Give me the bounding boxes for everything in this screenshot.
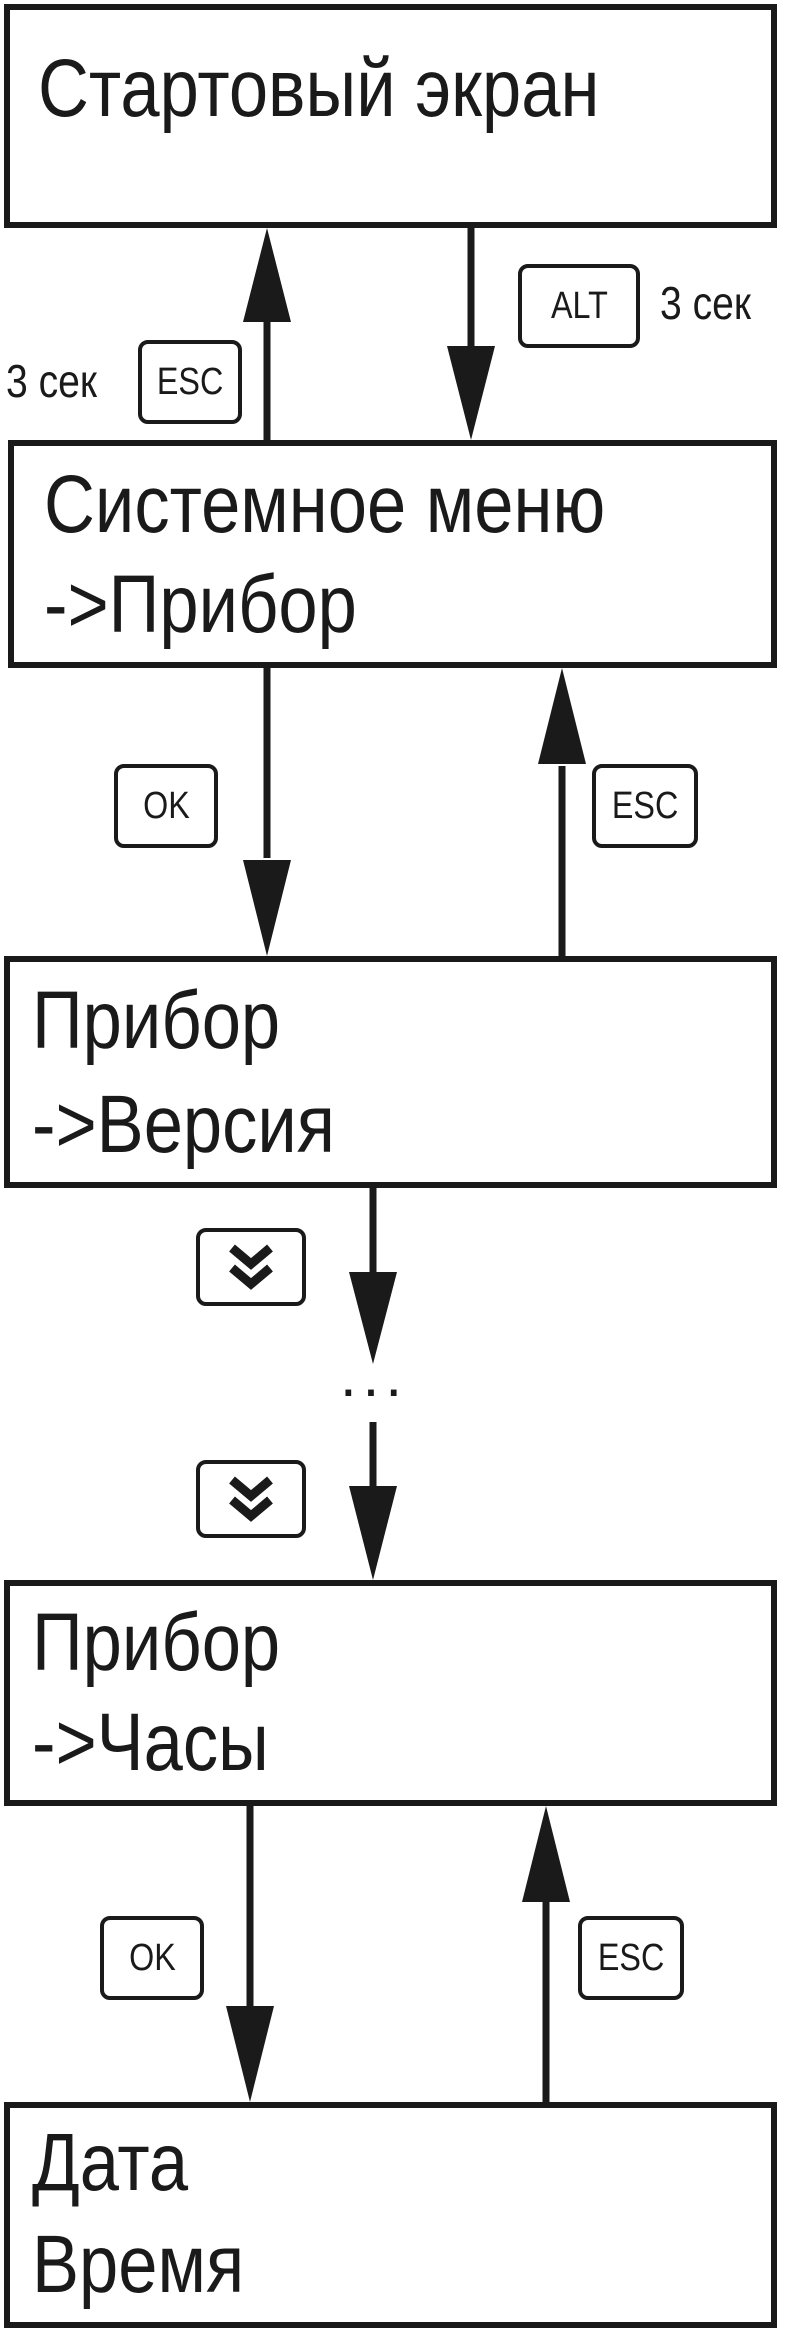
esc-key-clock: ESC — [578, 1916, 684, 2000]
esc-key-system-label: ESC — [611, 784, 679, 827]
screen-date-time: Дата Время — [4, 2102, 777, 2328]
screen-start: Стартовый экран — [4, 4, 777, 228]
arrow-up-device-to-system — [538, 668, 586, 956]
ok-key-clock: OK — [100, 1916, 204, 2000]
screen-device-version: Прибор ->Версия — [4, 956, 777, 1188]
screen-system-menu-line2: ->Прибор — [44, 559, 357, 650]
arrow-down-clock-to-datetime — [226, 1806, 274, 2102]
alt-key: ALT — [518, 264, 640, 348]
esc-key-clock-label: ESC — [597, 1936, 665, 1979]
arrow-down-start-to-system — [447, 228, 495, 440]
arrow-down-ellipsis-to-clock — [349, 1422, 397, 1580]
esc-key-start: ESC — [138, 340, 242, 424]
screen-device-clock: Прибор ->Часы — [4, 1580, 777, 1806]
screen-device-version-line1: Прибор — [32, 975, 281, 1066]
scroll-down-key-2 — [196, 1460, 306, 1538]
esc-hold-label: 3 сек — [6, 355, 98, 407]
ellipsis: ... — [340, 1342, 409, 1409]
screen-device-clock-line1: Прибор — [32, 1597, 281, 1688]
screen-date-time-line2: Время — [32, 2219, 245, 2310]
screen-device-version-line2: ->Версия — [32, 1079, 335, 1170]
ok-key-system-label: OK — [142, 784, 190, 827]
ok-key-clock-label: OK — [128, 1936, 176, 1979]
arrow-up-system-to-start — [243, 228, 291, 440]
ok-key-system: OK — [114, 764, 218, 848]
arrow-up-datetime-to-clock — [522, 1806, 570, 2102]
arrow-down-version-to-ellipsis — [349, 1188, 397, 1364]
scroll-down-key-1 — [196, 1228, 306, 1306]
esc-key-start-label: ESC — [156, 360, 224, 403]
screen-start-line1: Стартовый экран — [38, 43, 600, 134]
screen-system-menu-line1: Системное меню — [44, 459, 606, 550]
alt-hold-label: 3 сек — [660, 277, 752, 329]
screen-device-clock-line2: ->Часы — [32, 1697, 269, 1788]
arrow-down-system-to-device — [243, 668, 291, 956]
double-chevron-down-icon — [229, 1476, 273, 1522]
screen-system-menu: Системное меню ->Прибор — [8, 440, 777, 668]
esc-key-system: ESC — [592, 764, 698, 848]
double-chevron-down-icon — [229, 1244, 273, 1290]
screen-date-time-line1: Дата — [32, 2117, 189, 2208]
alt-key-label: ALT — [550, 284, 608, 327]
